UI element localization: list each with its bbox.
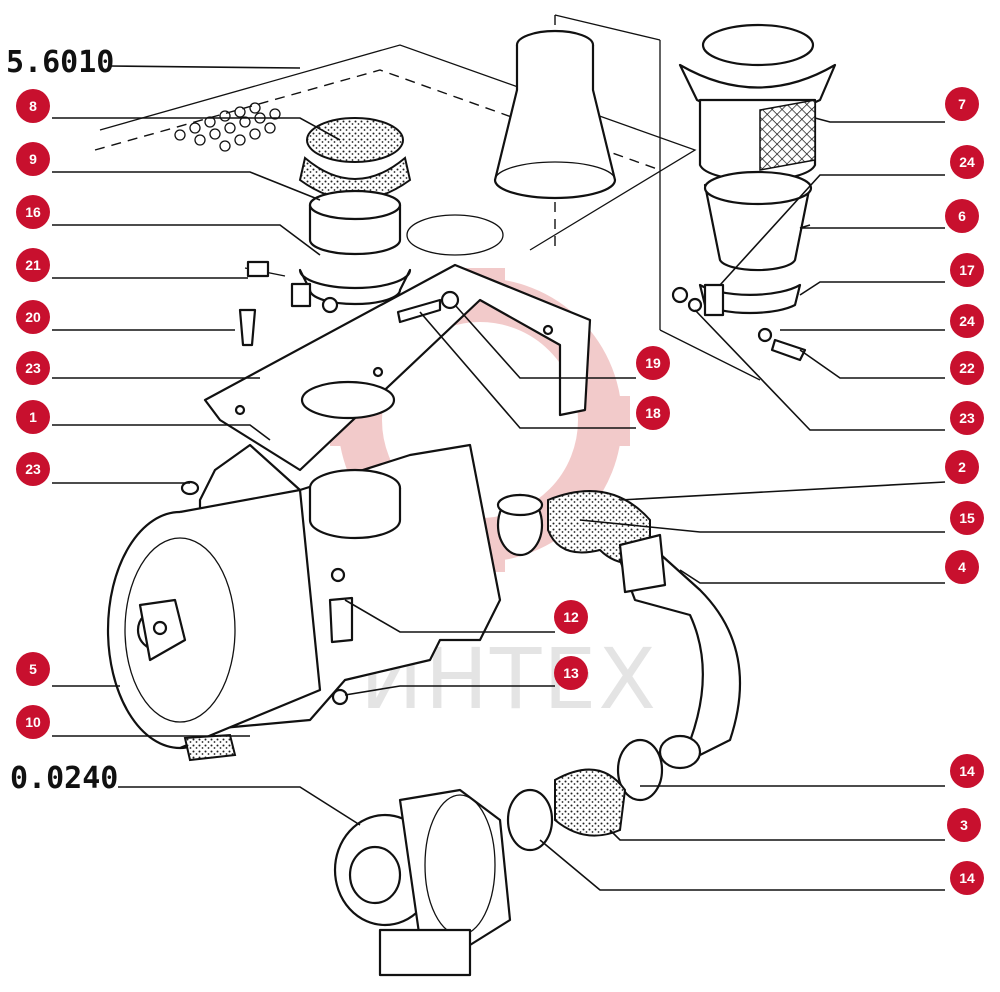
callout-number: 3 — [960, 817, 968, 833]
callout-marker: 8 — [16, 89, 50, 123]
reference-number-bottom: 0.0240 — [10, 761, 118, 796]
leader-lines — [52, 117, 946, 891]
compressor-housing — [106, 443, 502, 762]
perforated-plate — [174, 102, 281, 152]
callout-marker: 14 — [950, 754, 984, 788]
callout-number: 24 — [959, 154, 975, 170]
callout-number: 22 — [959, 360, 975, 376]
callout-number: 24 — [959, 313, 975, 329]
callout-marker: 14 — [950, 861, 984, 895]
air-filter-assembly — [671, 23, 837, 362]
callout-marker: 6 — [945, 199, 979, 233]
callout-marker: 12 — [554, 600, 588, 634]
callout-marker: 5 — [16, 652, 50, 686]
callout-number: 14 — [959, 763, 975, 779]
callout-number: 2 — [958, 459, 966, 475]
callout-number: 13 — [563, 665, 579, 681]
callout-number: 1 — [29, 409, 37, 425]
callout-number: 19 — [645, 355, 661, 371]
callout-marker: 15 — [950, 501, 984, 535]
reference-leader-bottom — [118, 786, 361, 826]
callout-marker: 24 — [950, 145, 984, 179]
callout-number: 12 — [563, 609, 579, 625]
callout-marker: 23 — [950, 401, 984, 435]
callout-number: 5 — [29, 661, 37, 677]
callout-number: 23 — [25, 461, 41, 477]
callout-marker: 22 — [950, 351, 984, 385]
callout-marker: 16 — [16, 195, 50, 229]
callout-marker: 18 — [636, 396, 670, 430]
callout-marker: 3 — [947, 808, 981, 842]
callout-number: 4 — [958, 559, 966, 575]
callout-number: 23 — [25, 360, 41, 376]
intake-funnel — [493, 29, 617, 200]
callout-marker: 7 — [945, 87, 979, 121]
callout-number: 8 — [29, 98, 37, 114]
reference-leader-top — [107, 65, 301, 69]
callout-marker: 23 — [16, 452, 50, 486]
callout-number: 9 — [29, 151, 37, 167]
callout-number: 16 — [25, 204, 41, 220]
callout-marker: 24 — [950, 304, 984, 338]
callout-marker: 19 — [636, 346, 670, 380]
callout-marker: 17 — [950, 253, 984, 287]
callout-marker: 2 — [945, 450, 979, 484]
callout-number: 14 — [959, 870, 975, 886]
callout-number: 21 — [25, 257, 41, 273]
callout-number: 10 — [25, 714, 41, 730]
callout-marker: 9 — [16, 142, 50, 176]
callout-marker: 10 — [16, 705, 50, 739]
intake-cap-assembly — [244, 117, 412, 314]
callout-number: 6 — [958, 208, 966, 224]
callout-marker: 20 — [16, 300, 50, 334]
hose-assembly — [496, 490, 742, 852]
callout-number: 20 — [25, 309, 41, 325]
callout-marker: 23 — [16, 351, 50, 385]
callout-number: 23 — [959, 410, 975, 426]
callout-marker: 13 — [554, 656, 588, 690]
mounting-bracket — [203, 263, 592, 472]
callout-marker: 21 — [16, 248, 50, 282]
reference-number-top: 5.6010 — [6, 45, 114, 80]
callout-marker: 4 — [945, 550, 979, 584]
callout-number: 15 — [959, 510, 975, 526]
callout-number: 7 — [958, 96, 966, 112]
callout-marker: 1 — [16, 400, 50, 434]
callout-number: 17 — [959, 262, 975, 278]
callout-number: 18 — [645, 405, 661, 421]
turbocharger — [333, 788, 512, 977]
